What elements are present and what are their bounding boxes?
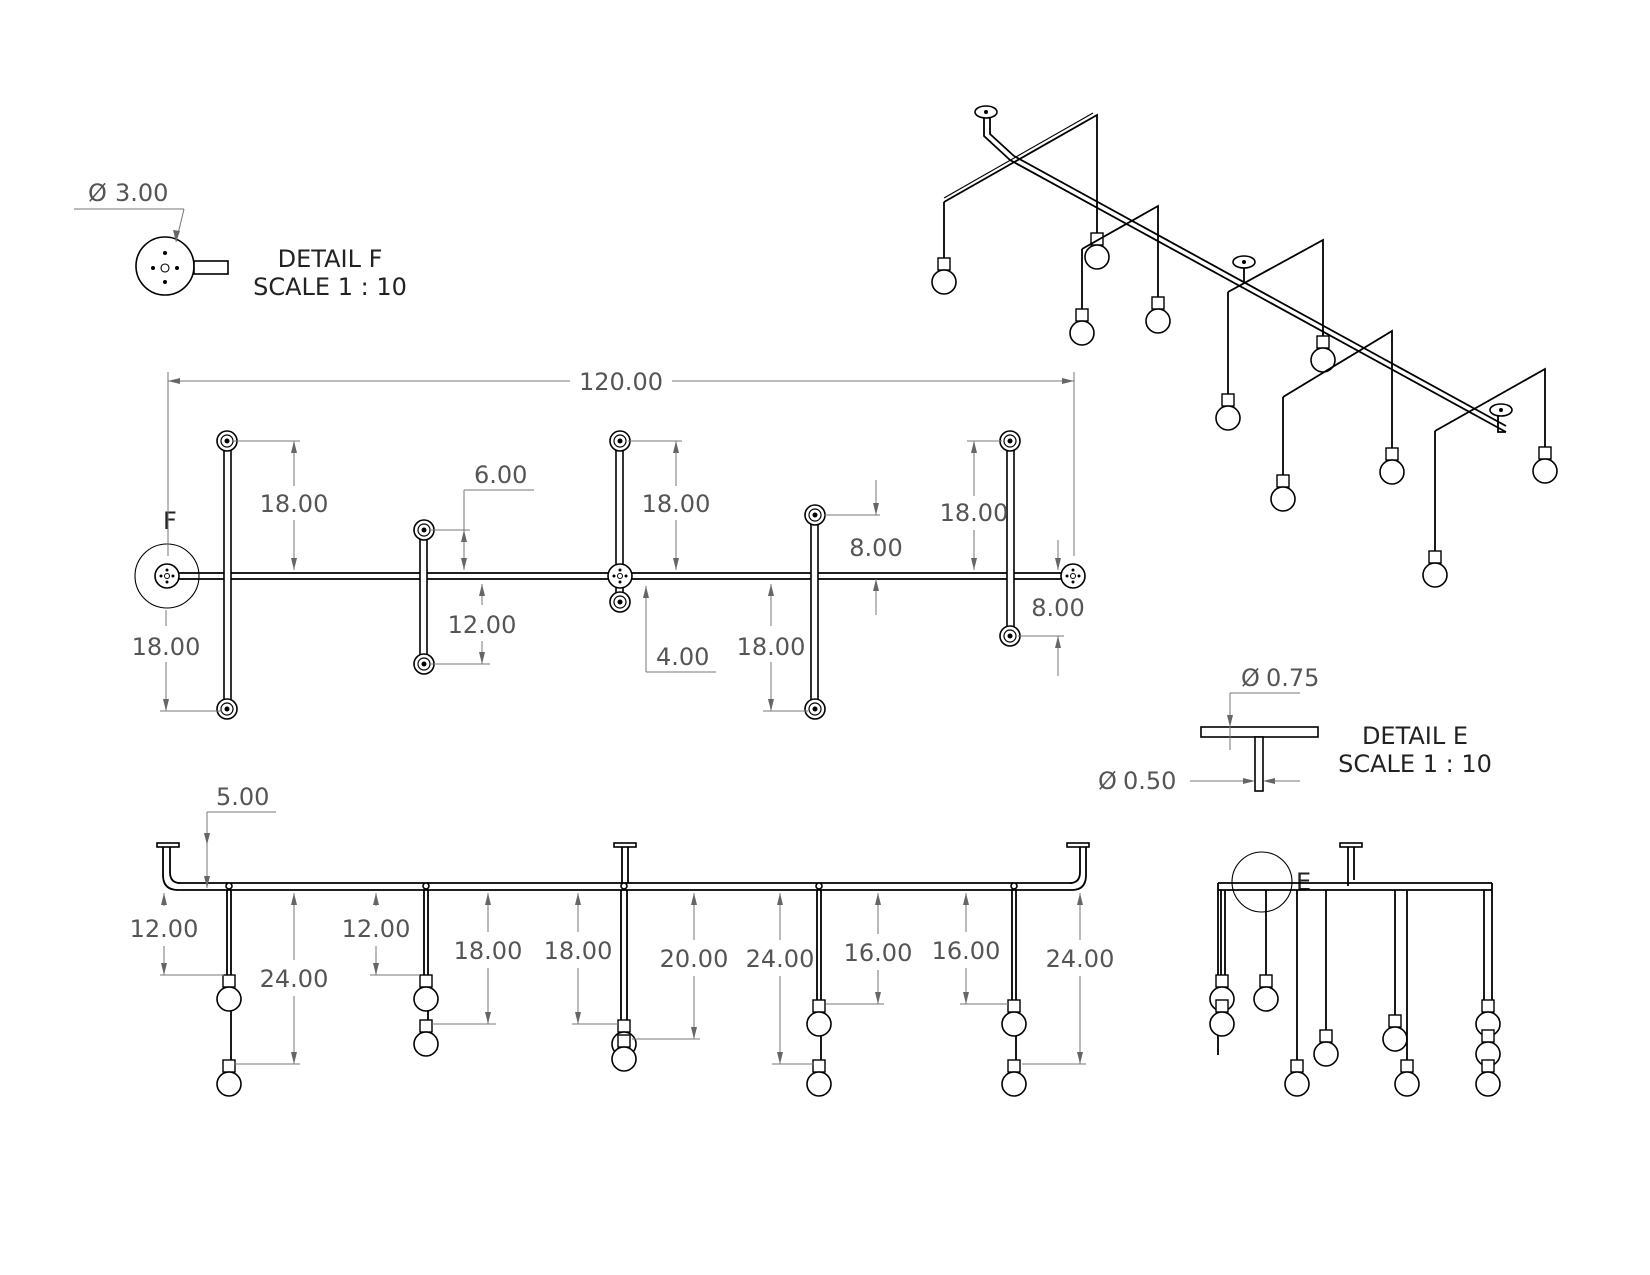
dim-front-canopy: 5.00 (216, 783, 269, 811)
dim-top-b1-lower: 18.00 (132, 633, 201, 661)
detail-f-arm (193, 260, 229, 275)
dim-top-b4-upper: 8.00 (849, 534, 902, 562)
detail-f-callout-circle (134, 543, 200, 609)
detail-e: Ø 0.75 Ø 0.50 DETAIL E SCALE 1 : 10 (1098, 664, 1492, 795)
dim-top-b1-upper: 18.00 (260, 490, 329, 518)
dim-top-b5-upper: 18.00 (940, 499, 1009, 527)
side-view: E (1209, 842, 1501, 1097)
detail-f-diameter: 3.00 (115, 179, 168, 207)
dim-top-b2-upper: 6.00 (474, 461, 527, 489)
dim-top-b2-lower: 12.00 (448, 611, 517, 639)
detail-f-callout-letter: F (163, 507, 177, 535)
detail-f-diameter-symbol: Ø (88, 179, 107, 207)
detail-e-diameter-top-symbol: Ø (1241, 664, 1260, 692)
detail-f-title: DETAIL F (278, 245, 383, 273)
dim-front-b4-long: 24.00 (746, 945, 815, 973)
detail-e-diameter-top: 0.75 (1266, 664, 1319, 692)
dim-top-b4-lower: 18.00 (737, 633, 806, 661)
dim-front-b5-short: 16.00 (932, 937, 1001, 965)
dim-front-b1-long: 24.00 (260, 965, 329, 993)
detail-e-scale: SCALE 1 : 10 (1338, 750, 1492, 778)
detail-f-canopy (135, 236, 195, 296)
dim-top-b5-lower: 8.00 (1031, 594, 1084, 622)
detail-e-diameter-stem: 0.50 (1123, 767, 1176, 795)
dim-front-b1-short: 12.00 (130, 915, 199, 943)
detail-f: Ø 3.00 DETAIL F SCALE 1 : 10 (74, 179, 407, 301)
dim-front-b4-short: 16.00 (844, 939, 913, 967)
detail-e-callout-letter: E (1296, 868, 1311, 896)
detail-e-stem (1254, 736, 1264, 792)
top-view: F 120.00 (132, 368, 1086, 720)
isometric-view (931, 105, 1558, 588)
dim-overall-length: 120.00 (579, 368, 663, 396)
dim-front-b5-long: 24.00 (1046, 945, 1115, 973)
detail-e-callout-circle (1231, 851, 1293, 913)
dim-front-b2-long: 18.00 (454, 937, 523, 965)
dim-front-b3-short: 18.00 (544, 937, 613, 965)
dim-front-b3-long: 20.00 (660, 945, 729, 973)
dim-top-b3-upper: 18.00 (642, 490, 711, 518)
dim-front-b2-short: 12.00 (342, 915, 411, 943)
dim-top-b3-lower: 4.00 (656, 643, 709, 671)
front-view: 5.00 12.00 24.00 12.00 18.00 (130, 783, 1115, 1097)
detail-f-scale: SCALE 1 : 10 (253, 273, 407, 301)
detail-e-title: DETAIL E (1362, 722, 1468, 750)
detail-e-canopy-plate (1200, 726, 1319, 738)
detail-e-diameter-stem-symbol: Ø (1098, 767, 1117, 795)
